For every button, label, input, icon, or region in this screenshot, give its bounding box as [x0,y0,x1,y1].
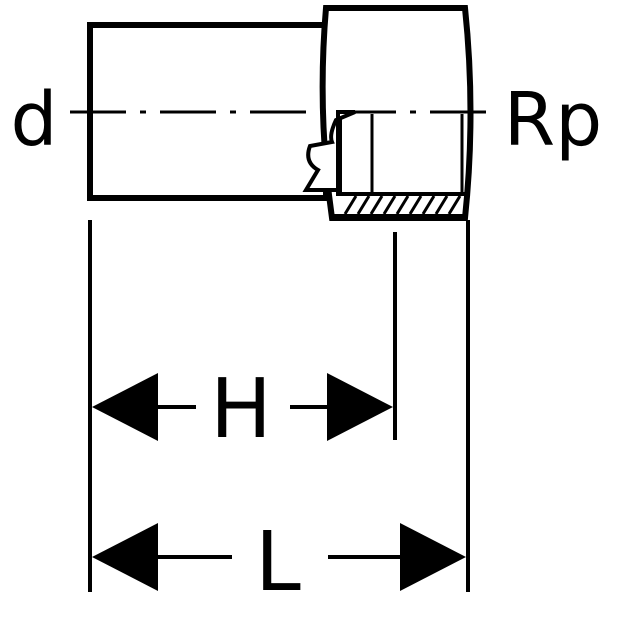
l-arrow-left [92,523,158,591]
h-arrow-right [327,373,393,441]
l-arrow-right [400,523,466,591]
label-rp: Rp [504,77,602,163]
label-d: d [11,77,58,163]
cutaway-edge [302,110,356,192]
h-arrow-left [92,373,158,441]
thread-hatching [343,195,462,215]
label-l: L [255,515,301,610]
label-h: H [210,362,272,457]
